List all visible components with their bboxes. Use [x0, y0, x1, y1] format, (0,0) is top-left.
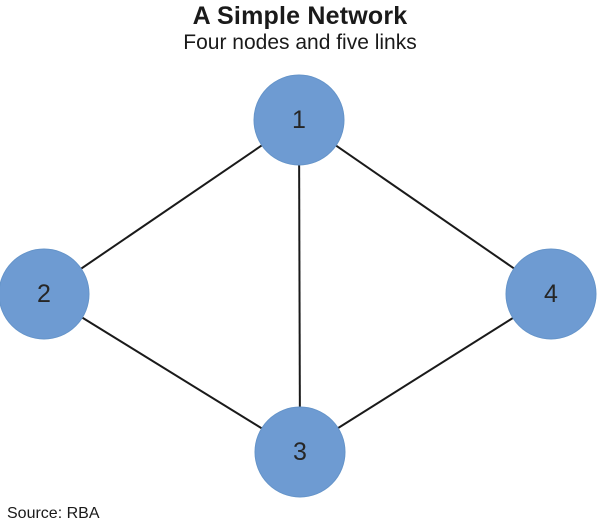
node-circle-1: [253, 74, 345, 166]
node-label-4: 4: [544, 280, 558, 308]
node-circle-2: [0, 248, 90, 340]
node-circle-3: [254, 406, 346, 498]
link-line-1-3: [298, 119, 301, 453]
figure-subtitle: Four nodes and five links: [183, 31, 417, 54]
node-label-3: 3: [293, 438, 307, 466]
node-3: 3: [254, 406, 346, 498]
source-note: Source: RBA: [7, 505, 100, 522]
node-2: 2: [0, 248, 90, 340]
node-label-1: 1: [292, 106, 306, 134]
link-line-2-3: [43, 293, 301, 453]
nodes-layer: 1 2 3 4: [0, 74, 597, 498]
node-label-2: 2: [37, 280, 51, 308]
link-line-1-2: [43, 119, 300, 295]
node-1: 1: [253, 74, 345, 166]
links-layer: [43, 119, 552, 453]
link-line-3-4: [299, 293, 552, 453]
node-4: 4: [505, 248, 597, 340]
node-circle-4: [505, 248, 597, 340]
figure-title: A Simple Network: [192, 2, 408, 30]
link-line-1-4: [298, 119, 552, 295]
